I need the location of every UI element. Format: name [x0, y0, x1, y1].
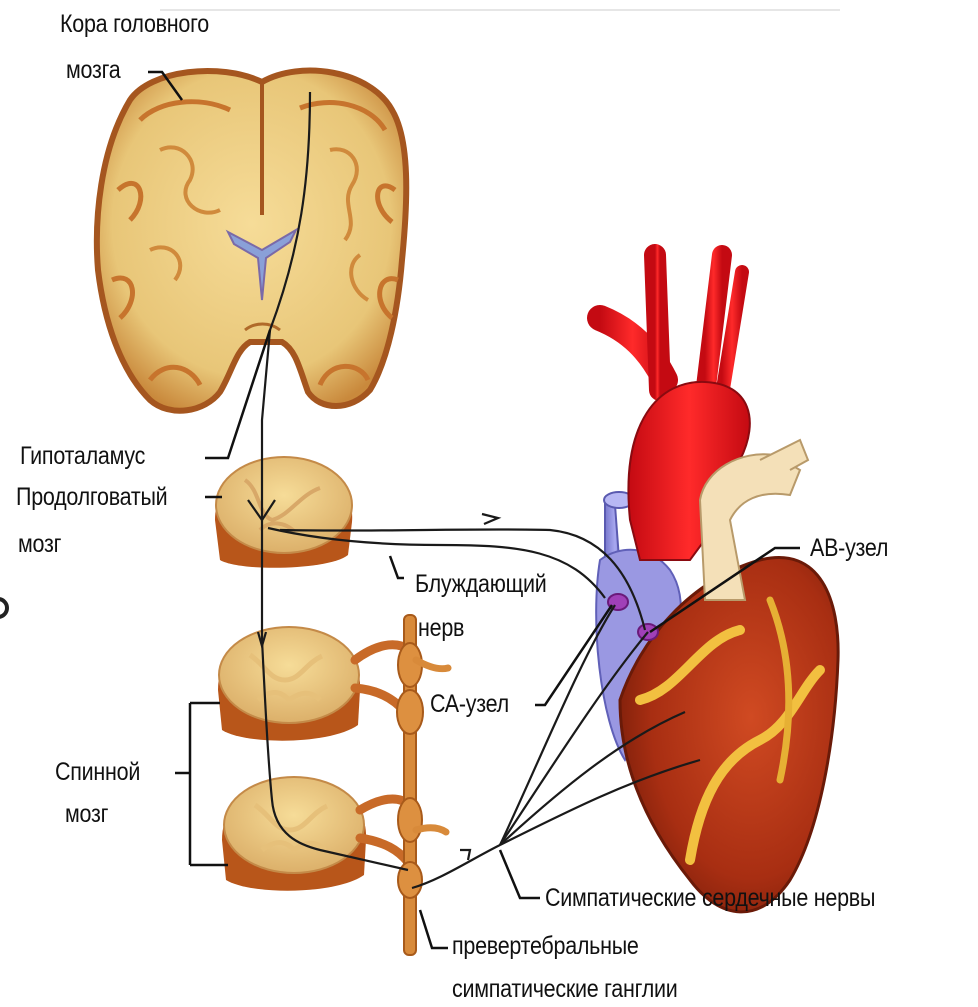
label-vagus-line1: Блуждающий	[415, 570, 547, 598]
label-cortex-line1: Кора головного	[60, 10, 209, 38]
label-medulla-line2: мозг	[18, 530, 61, 558]
label-ganglia-line1: превертебральные	[452, 932, 639, 960]
edge-bullet	[0, 599, 7, 617]
label-medulla-line1: Продолговатый	[16, 483, 167, 511]
spinal-cord-lower	[222, 777, 410, 891]
label-cortex-line2: мозга	[66, 56, 120, 84]
sympathetic-chain	[397, 615, 448, 955]
spinal-cord-upper	[218, 627, 410, 741]
medulla-section	[215, 457, 352, 568]
label-spinal-cord-line1: Спинной	[55, 758, 140, 786]
label-spinal-cord-line2: мозг	[65, 800, 108, 828]
heart	[596, 255, 838, 912]
label-av-node: АВ-узел	[810, 534, 888, 562]
brain-section	[97, 71, 406, 411]
label-sympathetic-nerves: Симпатические сердечные нервы	[545, 884, 875, 912]
label-sa-node: СА-узел	[430, 690, 509, 718]
label-vagus-line2: нерв	[418, 614, 464, 642]
label-hypothalamus: Гипоталамус	[20, 442, 145, 470]
label-ganglia-line2: симпатические ганглии	[452, 975, 678, 1003]
